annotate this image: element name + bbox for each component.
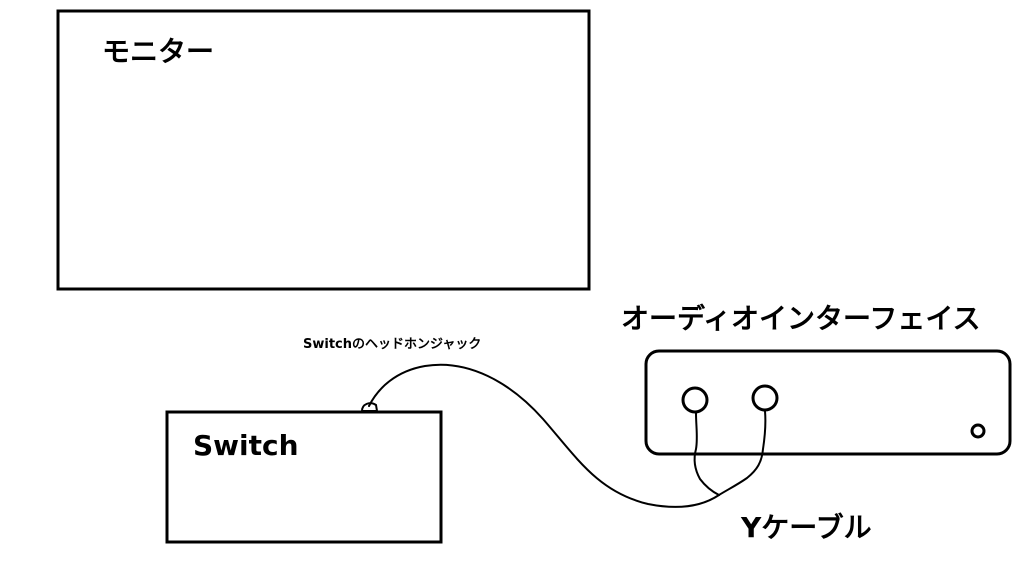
indicator-light: [970, 423, 986, 439]
headphone-jack-plug: [360, 402, 379, 412]
switch-label: Switch: [193, 429, 299, 462]
headphone-jack-label: Switchのヘッドホンジャック: [303, 337, 482, 352]
main-cable: [368, 363, 720, 508]
switch-box: [165, 410, 443, 544]
audio-interface-box: [644, 349, 1012, 456]
audio-interface-label: オーディオインターフェイス: [621, 302, 981, 335]
input-jack-1: [681, 386, 709, 414]
monitor-label: モニター: [102, 35, 215, 68]
y-cable-branch-left: [693, 412, 720, 496]
input-jack-2: [751, 384, 779, 412]
monitor-box: [56, 9, 591, 291]
y-cable-branch-right: [718, 410, 767, 496]
y-cable-label: Yケーブル: [741, 511, 872, 544]
